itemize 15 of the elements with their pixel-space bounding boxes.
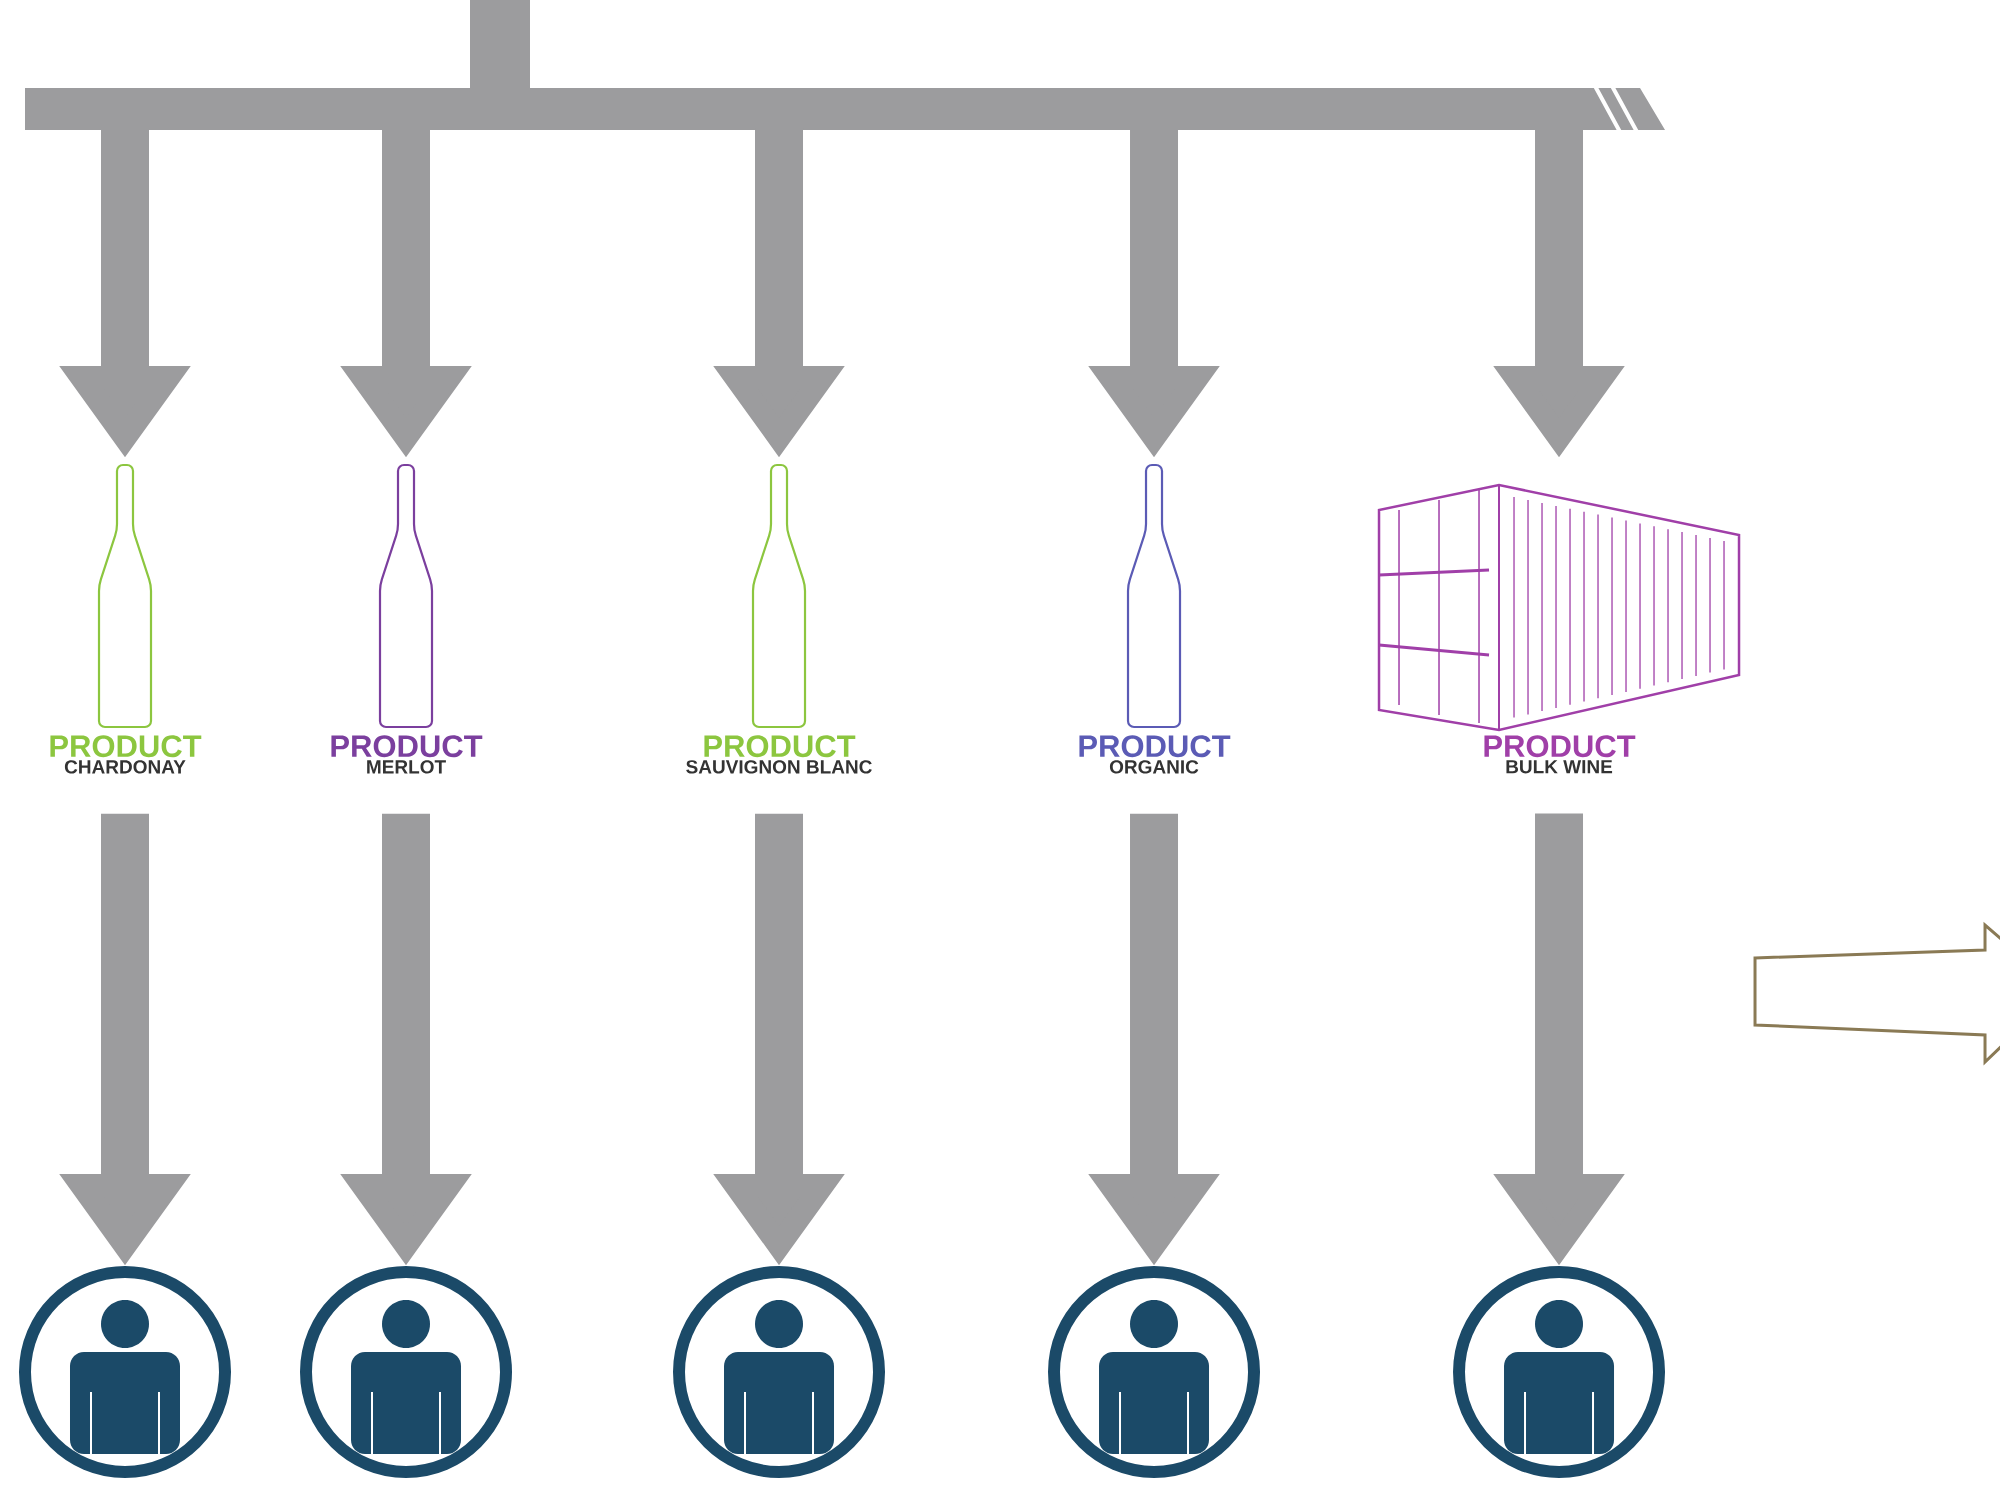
product-heading: PRODUCT — [50, 735, 202, 758]
person-icon — [673, 1266, 885, 1478]
person-icon — [1453, 1266, 1665, 1478]
product-heading: PRODUCT — [704, 735, 856, 758]
product-name: MERLOT — [367, 760, 446, 774]
product-name: ORGANIC — [1109, 760, 1199, 774]
product-name: SAUVIGNON BLANC — [686, 760, 872, 774]
product-heading: PRODUCT — [331, 735, 483, 758]
person-icon — [300, 1266, 512, 1478]
person-icon — [1048, 1266, 1260, 1478]
product-heading: PRODUCT — [1484, 735, 1636, 758]
product-name: BULK WINE — [1506, 760, 1613, 774]
product-name: CHARDONAY — [64, 760, 186, 774]
person-icon — [19, 1266, 231, 1478]
product-heading: PRODUCT — [1079, 735, 1231, 758]
